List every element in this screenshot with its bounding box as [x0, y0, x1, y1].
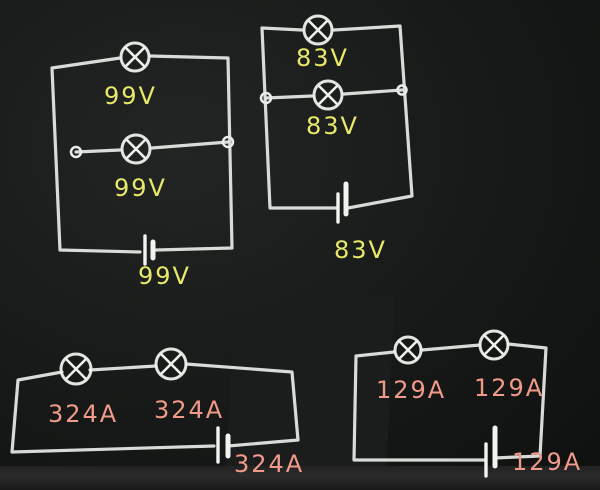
bulb-icon: [478, 329, 510, 361]
circuit-series-right: 129A 129A 129A: [352, 329, 582, 478]
bulb-voltage-label: 99V: [114, 174, 167, 202]
bulb-icon: [119, 41, 151, 73]
circuit-parallel-right: 83V 83V 83V: [259, 14, 414, 264]
wire: [50, 54, 234, 254]
junction-icon: [259, 91, 273, 105]
battery-icon: [216, 426, 231, 464]
bulb-current-label: 129A: [376, 376, 446, 404]
bulb-icon: [393, 335, 423, 365]
bulb-current-label: 324A: [154, 396, 224, 424]
wire: [74, 140, 230, 154]
chalk-ledge: [0, 466, 600, 490]
wire: [10, 362, 300, 454]
battery-icon: [336, 181, 349, 224]
junction-icon: [221, 135, 235, 149]
battery-icon: [143, 234, 156, 266]
battery-current-label: 324A: [234, 450, 304, 478]
bulb-voltage-label: 99V: [104, 82, 157, 110]
junction-icon: [396, 84, 408, 96]
battery-voltage-label: 99V: [138, 262, 191, 290]
bulb-current-label: 324A: [48, 400, 118, 428]
bulb-icon: [120, 133, 152, 165]
wire: [352, 342, 548, 462]
bulb-voltage-label: 83V: [306, 112, 359, 140]
circuit-parallel-left: 99V 99V 99V: [50, 41, 235, 290]
wire: [264, 88, 404, 100]
bulb-icon: [302, 14, 334, 46]
circuit-series-left: 324A 324A 324A: [10, 347, 304, 478]
battery-current-label: 129A: [512, 448, 582, 476]
bulb-icon: [154, 347, 188, 381]
bulb-current-label: 129A: [474, 374, 544, 402]
bulb-voltage-label: 83V: [296, 44, 349, 72]
junction-icon: [69, 145, 83, 159]
wire: [260, 24, 414, 210]
bulb-icon: [312, 79, 344, 111]
bulb-icon: [59, 352, 93, 386]
battery-voltage-label: 83V: [334, 236, 387, 264]
battery-icon: [484, 425, 498, 478]
